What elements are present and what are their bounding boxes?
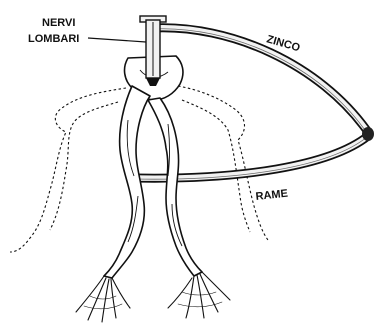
label-nervi: NERVI bbox=[42, 17, 75, 29]
metal-junction bbox=[362, 127, 374, 141]
zinc-arc bbox=[152, 28, 368, 133]
label-lombari: LOMBARI bbox=[28, 33, 79, 45]
left-foot bbox=[76, 276, 130, 322]
label-rame: RAME bbox=[255, 188, 288, 203]
nerves-leader-line bbox=[88, 38, 146, 42]
right-foot bbox=[168, 272, 230, 318]
right-leg bbox=[148, 98, 202, 276]
